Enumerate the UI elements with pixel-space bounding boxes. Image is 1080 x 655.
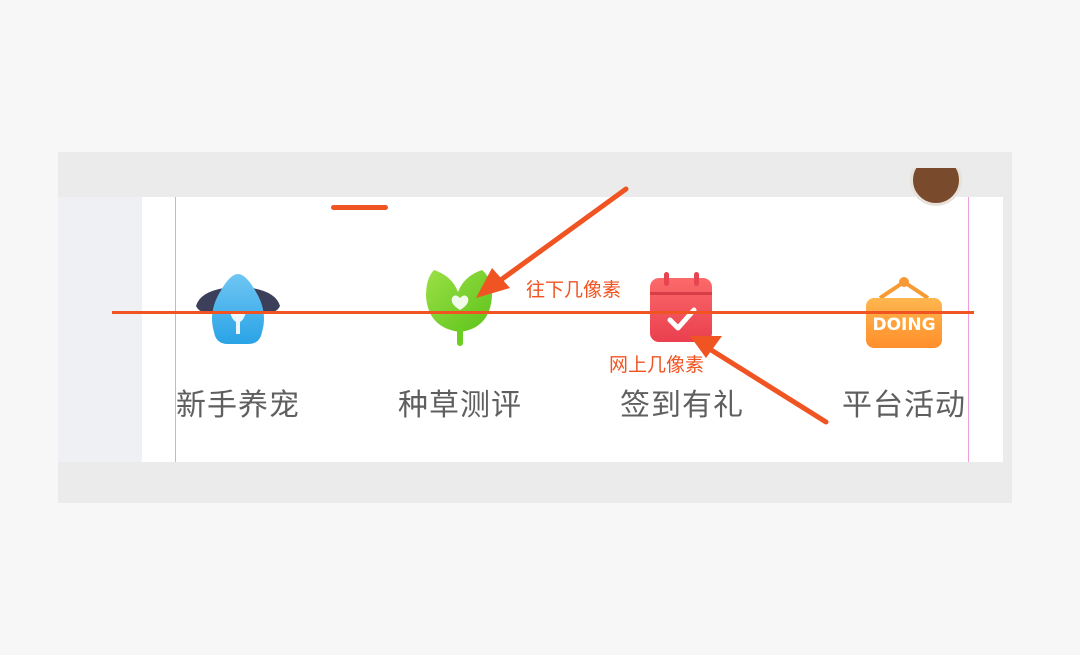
pet-house-icon[interactable]	[190, 268, 286, 358]
calendar-check-icon[interactable]	[634, 266, 730, 356]
left-panel-edge	[58, 197, 142, 462]
arrow-up-to-calendar	[690, 336, 829, 425]
nav-label-checkin[interactable]: 签到有礼	[620, 388, 744, 423]
active-tab-indicator	[331, 205, 388, 210]
right-guide-line	[968, 197, 969, 462]
alignment-line	[112, 311, 974, 314]
annotation-move-up-text: 网上几像素	[609, 354, 705, 376]
doing-sign-icon[interactable]: DOING	[856, 270, 952, 360]
nav-label-activity[interactable]: 平台活动	[842, 388, 966, 423]
left-guide-line	[175, 197, 176, 462]
sprout-heart-icon[interactable]	[412, 262, 508, 352]
doing-sign-text: DOING	[872, 315, 935, 335]
nav-label-new-pet[interactable]: 新手养宠	[176, 388, 300, 423]
avatar[interactable]	[910, 168, 962, 206]
nav-label-review[interactable]: 种草测评	[398, 388, 522, 423]
arrow-down-to-sprout	[476, 186, 629, 298]
annotation-move-down-text: 往下几像素	[526, 279, 622, 301]
nav-card	[142, 197, 1003, 462]
